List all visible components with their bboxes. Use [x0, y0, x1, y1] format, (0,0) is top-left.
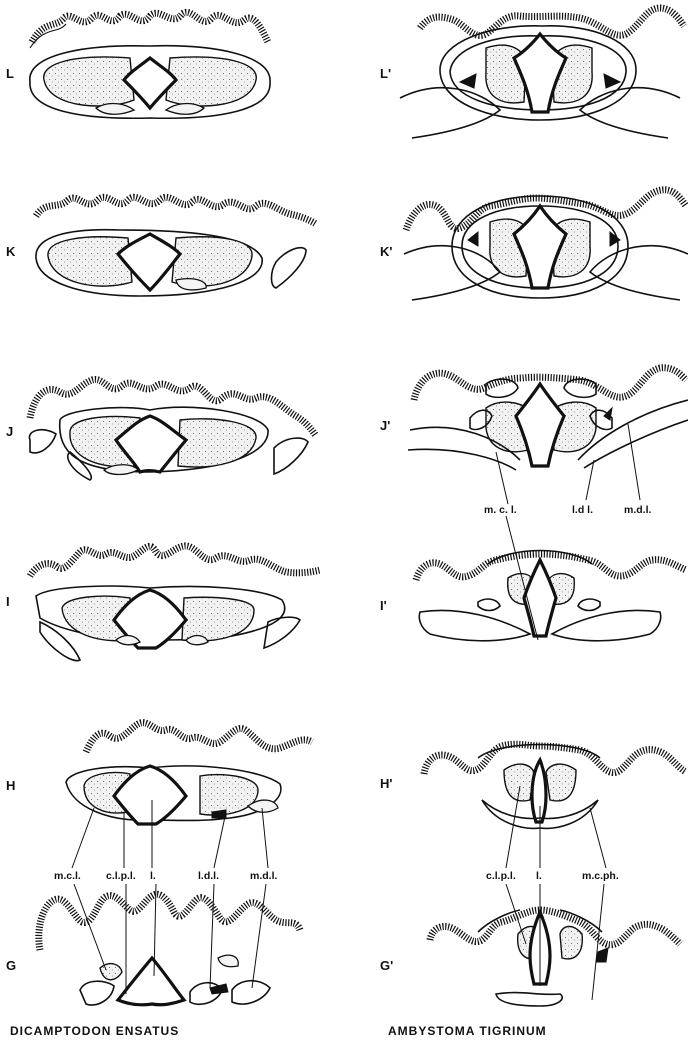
panel-label-G: G	[6, 958, 16, 973]
panel-label-K: K	[6, 244, 15, 259]
right-leader-lines	[496, 424, 640, 1000]
label-mdl-left: m.d.l.	[250, 870, 277, 882]
label-mcl-right: m. c. l.	[484, 504, 517, 516]
section-L	[30, 12, 270, 118]
panel-label-I: I	[6, 594, 10, 609]
panel-label-G-prime: G'	[380, 958, 393, 973]
section-H	[66, 723, 312, 824]
panel-label-J-prime: J'	[380, 418, 390, 433]
section-G-prime	[430, 910, 680, 1006]
panel-label-H: H	[6, 778, 15, 793]
section-I	[30, 546, 320, 661]
label-mdl-right: m.d.l.	[624, 504, 651, 516]
label-clpl-left: c.l.p.l.	[106, 870, 136, 882]
label-mcl-left: m.c.l.	[54, 870, 81, 882]
section-K-prime	[404, 190, 688, 300]
label-l-left: l.	[150, 870, 156, 882]
section-J-prime	[408, 368, 688, 470]
panel-label-I-prime: I'	[380, 598, 387, 613]
label-mcph-right: m.c.ph.	[582, 870, 619, 882]
section-K	[36, 197, 316, 296]
label-ldl-right: l.d l.	[572, 504, 593, 516]
section-I-prime	[416, 551, 686, 641]
label-clpl-right: c.l.p.l.	[486, 870, 516, 882]
section-G	[39, 894, 300, 1005]
panel-label-K-prime: K'	[380, 244, 392, 259]
section-L-prime	[400, 8, 684, 138]
section-J	[29, 379, 316, 480]
section-H-prime	[424, 744, 686, 828]
label-l-right: l.	[536, 870, 542, 882]
panel-label-H-prime: H'	[380, 776, 392, 791]
panel-label-L-prime: L'	[380, 66, 391, 81]
panel-label-L: L	[6, 66, 14, 81]
species-right: AMBYSTOMA TIGRINUM	[388, 1024, 547, 1038]
label-ldl-left: l.d.l.	[198, 870, 219, 882]
species-left: DICAMPTODON ENSATUS	[10, 1024, 179, 1038]
panel-label-J: J	[6, 424, 13, 439]
